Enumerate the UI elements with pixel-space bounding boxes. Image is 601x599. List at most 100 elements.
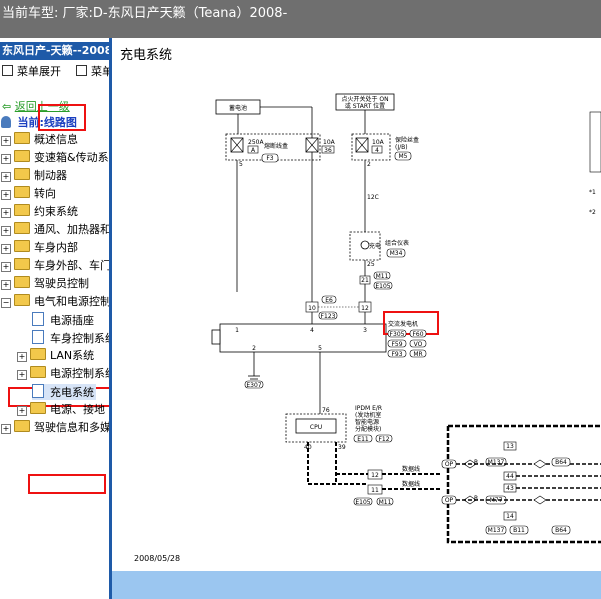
tree-item[interactable]: +概述信息: [1, 132, 78, 146]
ipdm-line2: (发动机室: [355, 411, 381, 419]
ipdm-line4: 分配模块): [355, 425, 381, 433]
tree-item[interactable]: +变速箱&传动系统: [1, 150, 109, 164]
pin-label: 12: [361, 305, 369, 312]
nav-back-link[interactable]: 返回上一级: [14, 100, 70, 113]
tree-item[interactable]: +驾驶信息和多媒体: [1, 420, 109, 434]
fuse3-id: 4: [375, 147, 379, 154]
pin-label: 11: [371, 487, 379, 494]
menu-row: 菜单展开 菜单: [0, 64, 109, 80]
connector-m11b: [376, 497, 394, 506]
tree-item[interactable]: 车身控制系统: [32, 330, 109, 346]
highlight-current: [38, 104, 86, 131]
menu-button[interactable]: 菜单: [76, 64, 109, 80]
current-prefix: 当前:: [17, 116, 44, 129]
page-title: 充电系统: [120, 48, 173, 63]
tree-item[interactable]: +通风、加热器和空调: [1, 222, 109, 236]
tree-item-expanded[interactable]: −电气和电源控制: [1, 294, 109, 308]
fuse3-id-box: [371, 145, 383, 154]
pin-box: [503, 441, 517, 451]
expand-icon[interactable]: +: [1, 244, 11, 254]
pin-label: 43: [506, 485, 514, 492]
tree-item[interactable]: 电源插座: [32, 312, 94, 328]
person-icon: [1, 116, 11, 128]
connector-m5-label: M5: [399, 153, 408, 160]
connector-m11b-label: M11: [379, 499, 392, 506]
expand-icon[interactable]: +: [1, 136, 11, 146]
connector-m11: [373, 271, 391, 280]
diamond-icon: [533, 459, 547, 469]
network-frame: [446, 426, 601, 544]
connector-b64b: [551, 525, 571, 535]
pane-splitter[interactable]: [109, 38, 112, 599]
fuse2-id-box: [321, 145, 335, 154]
expand-icon[interactable]: +: [17, 352, 27, 362]
pin-label: 44: [506, 473, 514, 480]
pin-label: 76: [322, 407, 330, 414]
expand-icon[interactable]: +: [1, 226, 11, 236]
connector-e105b-label: E105: [355, 499, 370, 506]
connector-f60-label: F60: [412, 331, 423, 338]
window-title: 当前车型: 厂家:D-东风日产天籁（Teana）2008-: [2, 6, 288, 21]
tree-item[interactable]: +车身内部: [1, 240, 78, 254]
menu-expand-button[interactable]: 菜单展开: [2, 64, 61, 80]
expand-icon[interactable]: +: [1, 208, 11, 218]
pin-label: 4: [310, 327, 314, 334]
connector-op-label: OP: [445, 497, 454, 504]
tree-item[interactable]: +电源控制系统: [17, 366, 109, 380]
expand-icon[interactable]: +: [1, 172, 11, 182]
folder-icon: [14, 240, 30, 252]
expand-icon[interactable]: +: [1, 262, 11, 272]
connector-f59: [387, 339, 407, 348]
connector-f3: [261, 153, 279, 163]
cpu-label: CPU: [310, 424, 322, 431]
connector-m5: [394, 151, 412, 161]
r-label: R: [474, 459, 478, 466]
connector-e6-label: E6: [325, 297, 333, 304]
folder-icon: [14, 132, 30, 144]
fuse1-amp: 250A: [248, 139, 264, 146]
folder-icon: [14, 276, 30, 288]
tree-item[interactable]: +约束系统: [1, 204, 78, 218]
folder-icon: [30, 348, 46, 360]
expand-icon[interactable]: +: [1, 190, 11, 200]
expand-icon[interactable]: +: [1, 154, 11, 164]
data-line-label: 数据线: [402, 480, 420, 488]
folder-icon: [14, 222, 30, 234]
partial-connector-list: [589, 111, 601, 173]
expand-icon[interactable]: +: [17, 370, 27, 380]
pin-label: 39: [338, 444, 346, 451]
connector-e307-label: E307: [246, 382, 261, 389]
connector-f305-label: F305: [390, 331, 405, 338]
tree-item[interactable]: +LAN系统: [17, 348, 95, 362]
nav-back-row[interactable]: ⇦ 返回上一级: [0, 98, 109, 113]
connector-mr-label: MR: [413, 351, 422, 358]
pin-label: 3: [363, 327, 367, 334]
tree-item-selected[interactable]: 充电系统: [32, 384, 96, 400]
connector-e105-label: E105: [375, 283, 390, 290]
fuse1-id-box: [247, 145, 259, 154]
tree-item[interactable]: +转向: [1, 186, 56, 200]
connector-m34: [386, 248, 406, 258]
fuse1-id: A: [251, 147, 256, 154]
expand-icon[interactable]: +: [1, 424, 11, 434]
fuse2-amp: 10A: [323, 139, 336, 146]
note-label: *2: [589, 209, 596, 216]
connector-vo: [409, 339, 427, 348]
tree-item[interactable]: +驾驶员控制: [1, 276, 89, 290]
tree-item[interactable]: +电源、接地: [17, 402, 105, 416]
folder-icon: [14, 204, 30, 216]
fuse2-id: 36: [324, 147, 332, 154]
tree-item[interactable]: +制动器: [1, 168, 67, 182]
current-location: 当前:线路图: [0, 114, 109, 129]
expand-icon[interactable]: +: [1, 280, 11, 290]
collapse-icon[interactable]: −: [1, 298, 11, 308]
expand-icon[interactable]: +: [17, 406, 27, 416]
connector-f12: [375, 434, 393, 443]
folder-icon: [14, 150, 30, 162]
sidebar-header: 东风日产-天籁--2008: [0, 42, 109, 60]
document-icon: [32, 330, 44, 344]
connector-f12-label: F12: [378, 436, 389, 443]
ignition-line2: 或 START 位置: [345, 102, 385, 110]
fuse-box-line1: 保险丝盒: [395, 136, 419, 144]
tree-item[interactable]: +车身外部、车门: [1, 258, 109, 272]
